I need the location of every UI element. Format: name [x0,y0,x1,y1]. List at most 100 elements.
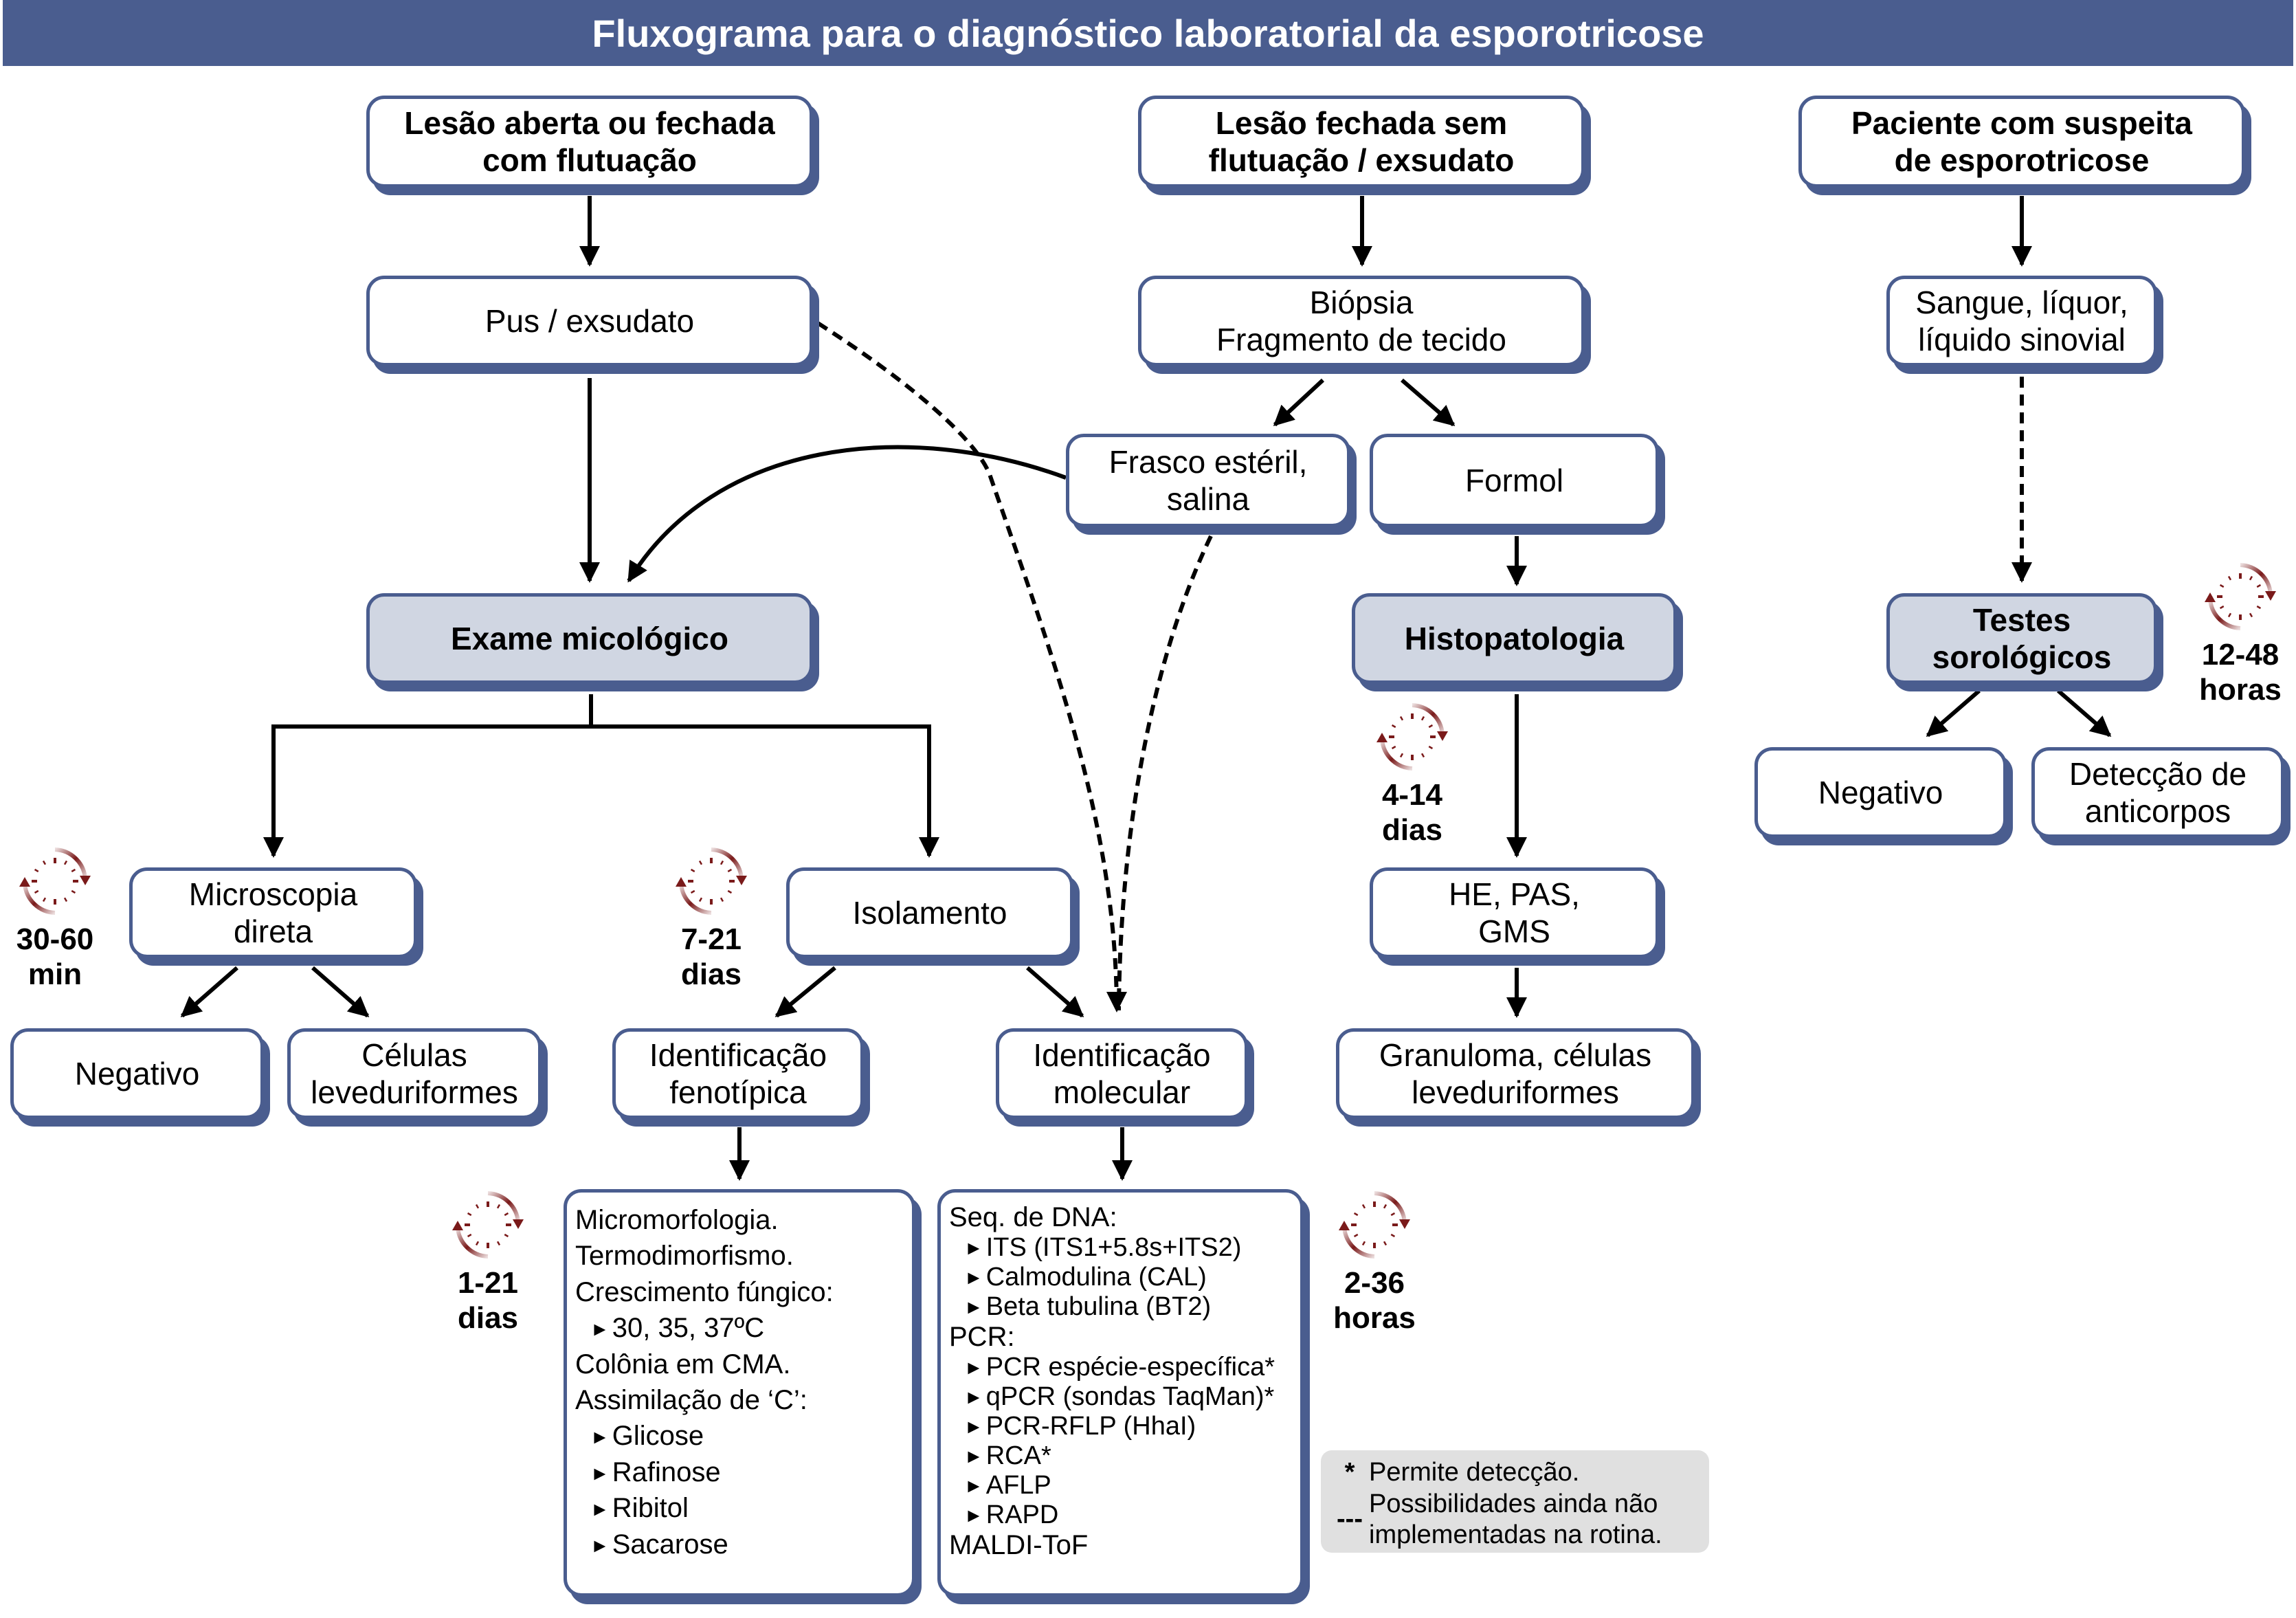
node-negativo-sorologia: Negativo [1754,747,2007,838]
node-text: Histopatologia [1404,620,1625,656]
arrow-biopsia-to-formol [1401,378,1456,427]
detail-item: Termodimorfismo. [575,1241,794,1272]
fenotipica-details-box: Micromorfologia.Termodimorfismo.Crescime… [564,1189,915,1597]
detail-item: MALDI-ToF [949,1529,1089,1560]
branch-exame-to-isolamento [591,724,939,858]
timer-unit: dias [1381,812,1443,847]
detail-item: PCR: [949,1322,1015,1352]
node-text: Células [361,1037,467,1073]
node-text: Sangue, líquor, [1915,284,2128,320]
legend-dashed-text-1: Possibilidades ainda não [1369,1489,1658,1518]
timer-isolamento: 7-21 dias [663,840,759,992]
detail-subitem: ITS (ITS1+5.8s+ITS2) [949,1233,1292,1263]
node-text: HE, PAS, [1449,876,1580,912]
node-text: leveduriformes [311,1074,518,1110]
detail-subitem: Beta tubulina (BT2) [949,1292,1292,1322]
arrow-isolamento-to-fenotipica [774,966,836,1018]
timer-value: 2-36 [1344,1266,1405,1300]
node-text: Negativo [74,1055,200,1091]
arrow-isolamento-to-molecular [1026,966,1084,1018]
node-sangue: Sangue, líquor,líquido sinovial [1886,276,2157,366]
node-text: Isolamento [852,894,1007,931]
node-text: Biópsia [1309,284,1414,320]
timer-value: 1-21 [457,1266,519,1300]
detail-item: Seq. de DNA: [949,1202,1117,1232]
timer-unit: horas [2199,672,2282,707]
timer-fenotipica: 1-21 dias [440,1184,536,1336]
node-text: de esporotricose [1894,142,2150,178]
molecular-details-box: Seq. de DNA:ITS (ITS1+5.8s+ITS2)Calmodul… [937,1189,1304,1597]
detail-subitem: RCA* [949,1441,1292,1471]
arrow-testes-to-deteccao [2057,689,2112,738]
clock-cycle-icon [1364,696,1460,778]
clock-cycle-icon [7,840,103,922]
node-text: Identificação [1033,1037,1211,1073]
node-frasco: Frasco estéril,salina [1066,434,1350,527]
detail-subitem: PCR-RFLP (HhaI) [949,1412,1292,1441]
legend-asterisk-row: * Permite detecção. [1330,1457,1699,1489]
node-text: líquido sinovial [1918,322,2126,357]
timer-value: 12-48 [2201,638,2280,672]
timer-molecular: 2-36 horas [1326,1184,1423,1336]
node-text: Fragmento de tecido [1216,322,1506,357]
flowchart-title: Fluxograma para o diagnóstico laboratori… [3,0,2293,66]
legend-dashed-text-2: implementadas na rotina. [1369,1520,1662,1550]
node-text: Identificação [649,1037,827,1073]
node-text: Frasco estéril, [1108,443,1308,480]
timer-value: 7-21 [680,922,742,956]
node-text: Microscopia [188,876,358,912]
node-negativo-microscopia: Negativo [10,1028,264,1119]
detail-subitem: 30, 35, 37ºC [575,1310,904,1346]
timer-unit: min [27,957,82,991]
detail-subitem: RAPD [949,1500,1292,1530]
clock-cycle-icon [440,1184,536,1266]
node-text: anticorpos [2084,793,2231,829]
clock-cycle-icon [1326,1184,1423,1266]
timer-unit: dias [457,1300,519,1335]
molecular-details-list: Seq. de DNA:ITS (ITS1+5.8s+ITS2)Calmodul… [949,1202,1292,1561]
detail-item: Assimilação de ‘C’: [575,1384,807,1415]
dashed-line-symbol: --- [1337,1505,1363,1534]
legend-asterisk-text: Permite detecção. [1369,1458,1580,1487]
node-text: Formol [1464,462,1564,498]
clock-cycle-icon [2192,555,2288,638]
node-pus-exsudato: Pus / exsudato [366,276,813,366]
detail-subitem: Glicose [575,1418,904,1454]
detail-item: Crescimento fúngico: [575,1276,834,1307]
node-isolamento: Isolamento [786,867,1073,958]
timer-unit: horas [1333,1300,1416,1335]
fenotipica-details-list: Micromorfologia.Termodimorfismo.Crescime… [575,1202,904,1562]
node-formol: Formol [1370,434,1659,527]
node-text: fenotípica [669,1074,807,1110]
legend-dashed-row: --- Possibilidades ainda não implementad… [1330,1489,1699,1551]
detail-subitem: Rafinose [575,1454,904,1490]
legend-box: * Permite detecção. --- Possibilidades a… [1321,1450,1709,1553]
clock-cycle-icon [663,840,759,922]
timer-histopatologia: 4-14 dias [1364,696,1460,847]
node-text: flutuação / exsudato [1208,142,1515,178]
node-text: salina [1166,481,1250,517]
detail-subitem: qPCR (sondas TaqMan)* [949,1382,1292,1412]
node-text: Granuloma, células [1379,1037,1652,1073]
detail-item: Colônia em CMA. [575,1349,791,1379]
timer-sorologia: 12-48 horas [2192,555,2288,707]
detail-subitem: PCR espécie-específica* [949,1353,1292,1382]
arrow-microscopia-to-negativo [180,966,238,1018]
node-text: direta [233,913,313,949]
dashed-frasco-to-molecular [1117,535,1213,1011]
node-text: leveduriformes [1412,1074,1619,1110]
timer-unit: dias [680,957,742,991]
node-text: Lesão aberta ou fechada [404,104,775,141]
detail-subitem: AFLP [949,1471,1292,1500]
timer-microscopia: 30-60 min [7,840,103,992]
